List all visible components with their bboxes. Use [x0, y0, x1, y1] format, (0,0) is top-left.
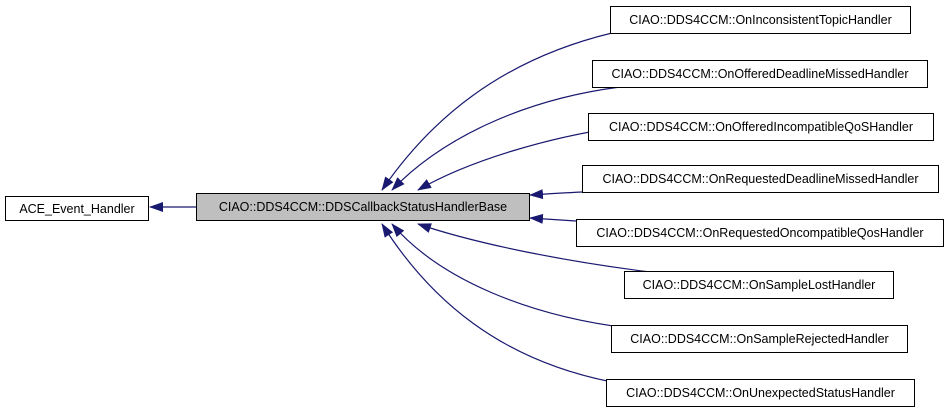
node-ace-event-handler[interactable]: ACE_Event_Handler [5, 196, 149, 221]
edge-c3-to-base [529, 189, 583, 200]
edge-c1-to-base [391, 86, 621, 191]
node-dds-callback-status-handler-base: CIAO::DDS4CCM::DDSCallbackStatusHandlerB… [196, 193, 530, 221]
node-on-offered-incompatible-qos-handler[interactable]: CIAO::DDS4CCM::OnOfferedIncompatibleQoSH… [588, 113, 934, 141]
edge-c7-to-base [381, 223, 613, 383]
edge-c4-to-base [529, 213, 577, 224]
edge-c6-to-base [391, 223, 629, 329]
node-on-inconsistent-topic-handler[interactable]: CIAO::DDS4CCM::OnInconsistentTopicHandle… [610, 6, 911, 34]
node-on-unexpected-status-handler[interactable]: CIAO::DDS4CCM::OnUnexpectedStatusHandler [606, 379, 915, 407]
edge-c5-to-base [417, 223, 651, 273]
node-on-offered-deadline-missed-handler[interactable]: CIAO::DDS4CCM::OnOfferedDeadlineMissedHa… [592, 60, 928, 88]
node-on-requested-oncompatible-qos-handler[interactable]: CIAO::DDS4CCM::OnRequestedOncompatibleQo… [576, 219, 944, 247]
node-on-requested-deadline-missed-handler[interactable]: CIAO::DDS4CCM::OnRequestedDeadlineMissed… [582, 165, 939, 193]
node-on-sample-rejected-handler[interactable]: CIAO::DDS4CCM::OnSampleRejectedHandler [611, 325, 908, 353]
edge-c0-to-base [381, 32, 613, 191]
node-on-sample-lost-handler[interactable]: CIAO::DDS4CCM::OnSampleLostHandler [624, 271, 894, 299]
